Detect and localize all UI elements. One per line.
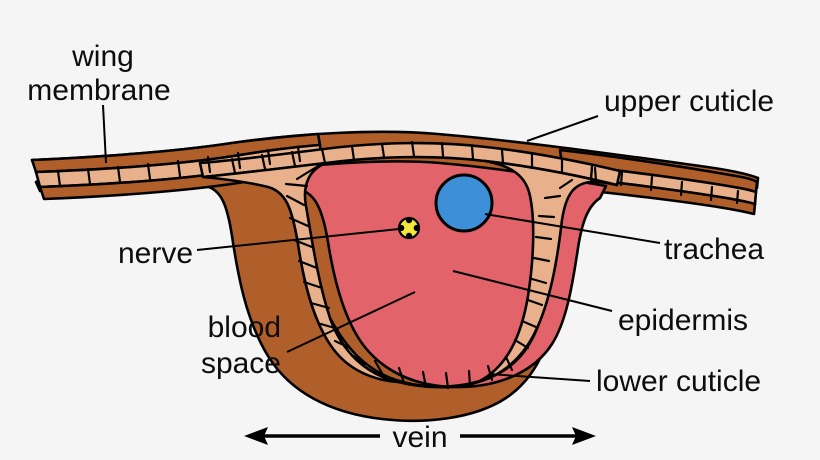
label-vein: vein	[392, 421, 447, 454]
label-wing-membrane-line2: membrane	[27, 74, 170, 107]
leader-lower-cuticle	[488, 373, 591, 382]
leader-epidermis	[452, 270, 613, 312]
vein-arrowhead-right	[572, 427, 596, 445]
leader-wing-membrane	[102, 104, 107, 164]
label-lower-cuticle: lower cuticle	[596, 365, 761, 398]
trachea-circle	[434, 173, 494, 233]
label-blood-space-line1: blood	[208, 311, 281, 344]
vein-arrowhead-left	[244, 427, 268, 445]
epidermis-right-band	[476, 159, 619, 384]
leader-trachea	[484, 213, 661, 244]
label-trachea: trachea	[664, 233, 764, 266]
leader-nerve	[196, 228, 400, 251]
epidermis-bottom-band	[328, 316, 540, 389]
label-upper-cuticle: upper cuticle	[604, 85, 774, 118]
label-wing-membrane-line1: wing	[71, 40, 134, 73]
label-blood-space-line2: space	[201, 347, 281, 380]
leader-blood-space	[286, 291, 416, 353]
labels-group: wing membrane upper cuticle nerve trache…	[27, 40, 774, 398]
nerve-marker	[397, 216, 421, 240]
label-epidermis: epidermis	[618, 304, 748, 337]
leader-upper-cuticle	[526, 115, 599, 142]
leader-lines-group	[102, 104, 661, 382]
vein-dimension-group: vein	[244, 421, 596, 454]
label-nerve: nerve	[118, 237, 193, 270]
wing-membrane-right-lower-cuticle	[564, 175, 757, 216]
epidermis-cell-divisions	[56, 140, 740, 390]
